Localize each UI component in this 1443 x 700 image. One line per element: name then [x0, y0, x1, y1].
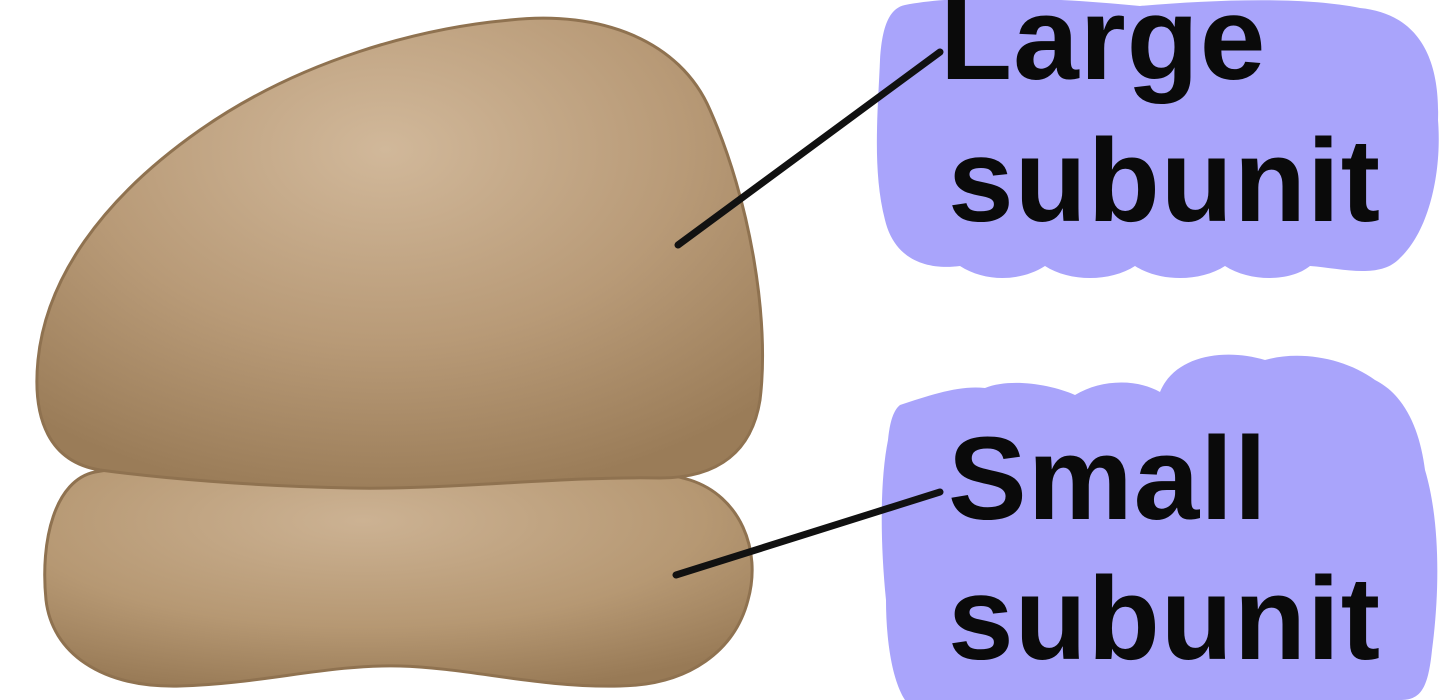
large-subunit-shape — [37, 18, 763, 488]
small-subunit-shape — [45, 466, 752, 687]
large-subunit-label-line2: subunit — [948, 122, 1381, 240]
large-subunit-label-line1: Large — [940, 0, 1266, 98]
small-subunit-label-line1: Small — [948, 420, 1268, 538]
small-subunit-label-line2: subunit — [948, 560, 1381, 678]
